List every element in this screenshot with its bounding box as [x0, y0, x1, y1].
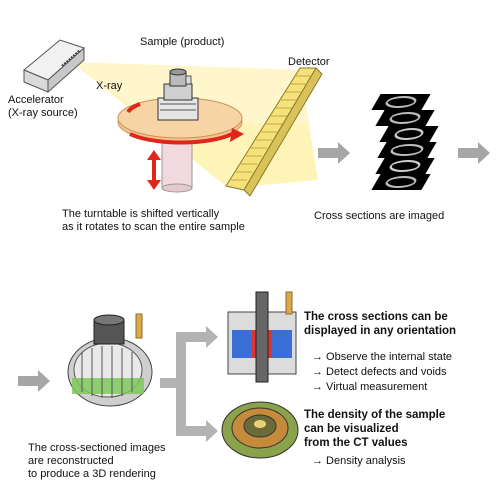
- orientation-list: → Observe the internal state → Detect de…: [312, 350, 452, 395]
- reconstruct-caption: The cross-sectioned images are reconstru…: [28, 442, 166, 480]
- flow-arrow-1: [318, 142, 350, 164]
- list-item: → Observe the internal state: [312, 351, 453, 363]
- accelerator-icon: [23, 39, 85, 94]
- cross-section-stack: [371, 94, 439, 190]
- sample-label: Sample (product): [140, 36, 225, 48]
- orientation-heading: The cross sections can be displayed in a…: [304, 311, 457, 337]
- list-item: → Detect defects and voids: [312, 366, 447, 378]
- accelerator-label: Accelerator (X-ray source): [8, 94, 78, 119]
- detector-label: Detector: [288, 56, 330, 68]
- xray-label: X-ray: [96, 80, 123, 92]
- list-item: → Virtual measurement: [312, 381, 428, 393]
- list-item: → Density analysis: [312, 455, 406, 467]
- vertical-shift-arrow-icon: [147, 150, 161, 190]
- flow-arrow-2: [458, 142, 490, 164]
- sample-product-icon: [157, 68, 199, 121]
- density-heading: The density of the sample can be visuali…: [304, 409, 446, 449]
- cross-section-render-icon: [227, 291, 297, 383]
- detector-icon: [225, 67, 323, 197]
- branch-connector: [160, 326, 218, 442]
- flow-arrow-3: [18, 370, 50, 392]
- cross-sections-caption: Cross sections are imaged: [314, 210, 445, 222]
- turntable-caption: The turntable is shifted vertically as i…: [62, 208, 245, 233]
- density-render-icon: [221, 401, 299, 459]
- rotation-arrow-icon: [129, 132, 233, 145]
- density-list: → Density analysis: [312, 454, 406, 469]
- alternator-rendering-icon: [67, 313, 153, 407]
